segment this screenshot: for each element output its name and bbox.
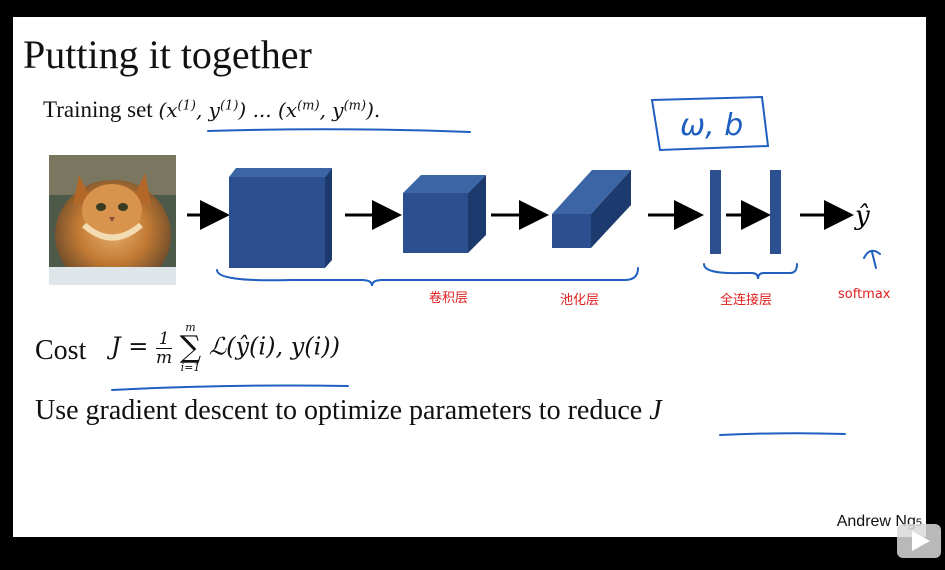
brace-fc — [703, 263, 798, 280]
training-set-math: (x(1), y(1)) ... (x(m), y(m)). — [158, 98, 381, 122]
fc-bar-2 — [770, 170, 781, 254]
underline-training-set — [207, 128, 471, 133]
fc-bar-1 — [710, 170, 721, 254]
underline-cost — [111, 384, 349, 391]
conv-layer-label: 卷积层 — [429, 291, 469, 306]
conv-block-2 — [403, 175, 486, 253]
y-hat-output: ŷ — [855, 201, 870, 231]
cost-label: Cost — [35, 335, 87, 366]
fc-layer-label: 全连接层 — [720, 293, 773, 308]
author-name: Andrew Ng5 — [836, 513, 922, 530]
pool-layer-label: 池化层 — [560, 293, 600, 308]
pool-block — [552, 170, 631, 248]
gradient-text: Use gradient descent to optimize paramet… — [35, 395, 643, 426]
params-box — [650, 95, 770, 152]
cost-formula-left: J = — [111, 332, 149, 361]
slide: Putting it together Training set (x(1), … — [13, 17, 926, 537]
brace-conv — [216, 267, 639, 287]
handwritten-annotations: ω, b — [111, 95, 881, 436]
training-set-label: Training set — [43, 97, 153, 122]
softmax-label: softmax — [838, 287, 891, 302]
gradient-descent-line: Use gradient descent to optimize paramet… — [35, 395, 662, 427]
play-icon — [897, 524, 941, 558]
softmax-arrow — [863, 249, 881, 269]
conv-block-1 — [229, 168, 332, 268]
sum-symbol: m∑i=1 — [179, 321, 202, 374]
gradient-symbol: J — [649, 395, 662, 426]
underline-reduce — [719, 432, 846, 436]
training-set-line: Training set (x(1), y(1)) ... (x(m), y(m… — [43, 97, 380, 123]
cat-image — [49, 155, 176, 285]
page-number: 5 — [915, 517, 922, 529]
slide-title: Putting it together — [23, 32, 312, 77]
handwritten-params: ω, b — [680, 108, 743, 143]
cost-formula-right: ℒ(ŷ(i), y(i)) — [208, 332, 341, 361]
